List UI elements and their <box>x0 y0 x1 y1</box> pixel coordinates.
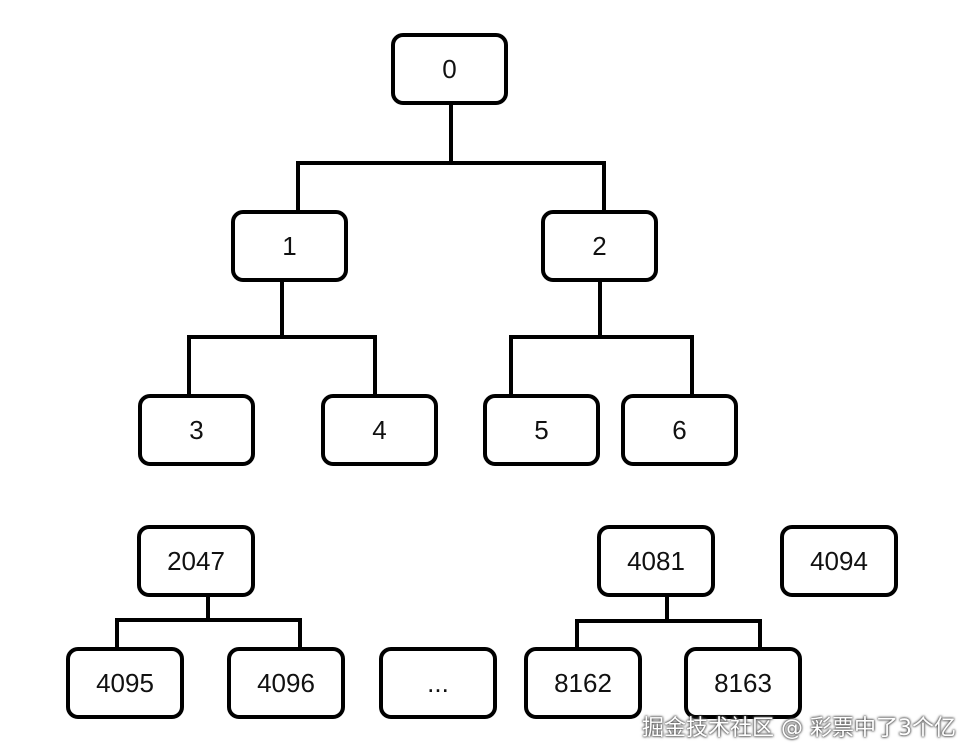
tree-node-4094-label: 4094 <box>810 545 868 576</box>
tree-node-1: 1 <box>231 210 348 282</box>
tree-node-ellipsis: ... <box>379 647 497 719</box>
watermark-text: 掘金技术社区 @ 彩票中了3个亿 <box>642 716 956 741</box>
tree-node-4096: 4096 <box>227 647 345 719</box>
tree-node-0: 0 <box>391 33 508 105</box>
edge-4081-children <box>575 593 762 651</box>
tree-node-5-label: 5 <box>534 414 549 445</box>
tree-node-6: 6 <box>621 394 738 466</box>
tree-node-3-label: 3 <box>189 414 204 445</box>
tree-node-5: 5 <box>483 394 600 466</box>
tree-node-6-label: 6 <box>672 414 687 445</box>
tree-node-8162: 8162 <box>524 647 642 719</box>
edge-0-children <box>296 101 606 214</box>
tree-node-8163-label: 8163 <box>714 667 772 698</box>
tree-node-4094: 4094 <box>780 525 898 597</box>
edge-1-children <box>187 278 377 398</box>
tree-node-4: 4 <box>321 394 438 466</box>
tree-node-0-label: 0 <box>442 53 457 84</box>
edge-2-children <box>509 278 694 398</box>
tree-node-3: 3 <box>138 394 255 466</box>
tree-node-8163: 8163 <box>684 647 802 719</box>
tree-node-2047-label: 2047 <box>167 545 225 576</box>
tree-node-4081: 4081 <box>597 525 715 597</box>
tree-node-4096-label: 4096 <box>257 667 315 698</box>
tree-node-2047: 2047 <box>137 525 255 597</box>
tree-node-1-label: 1 <box>282 230 297 261</box>
tree-node-4095: 4095 <box>66 647 184 719</box>
edge-2047-children <box>115 593 302 652</box>
tree-node-8162-label: 8162 <box>554 667 612 698</box>
tree-node-2: 2 <box>541 210 658 282</box>
tree-node-4-label: 4 <box>372 414 387 445</box>
tree-node-4081-label: 4081 <box>627 545 685 576</box>
tree-node-ellipsis-label: ... <box>427 667 449 698</box>
tree-node-2-label: 2 <box>592 230 607 261</box>
tree-node-4095-label: 4095 <box>96 667 154 698</box>
